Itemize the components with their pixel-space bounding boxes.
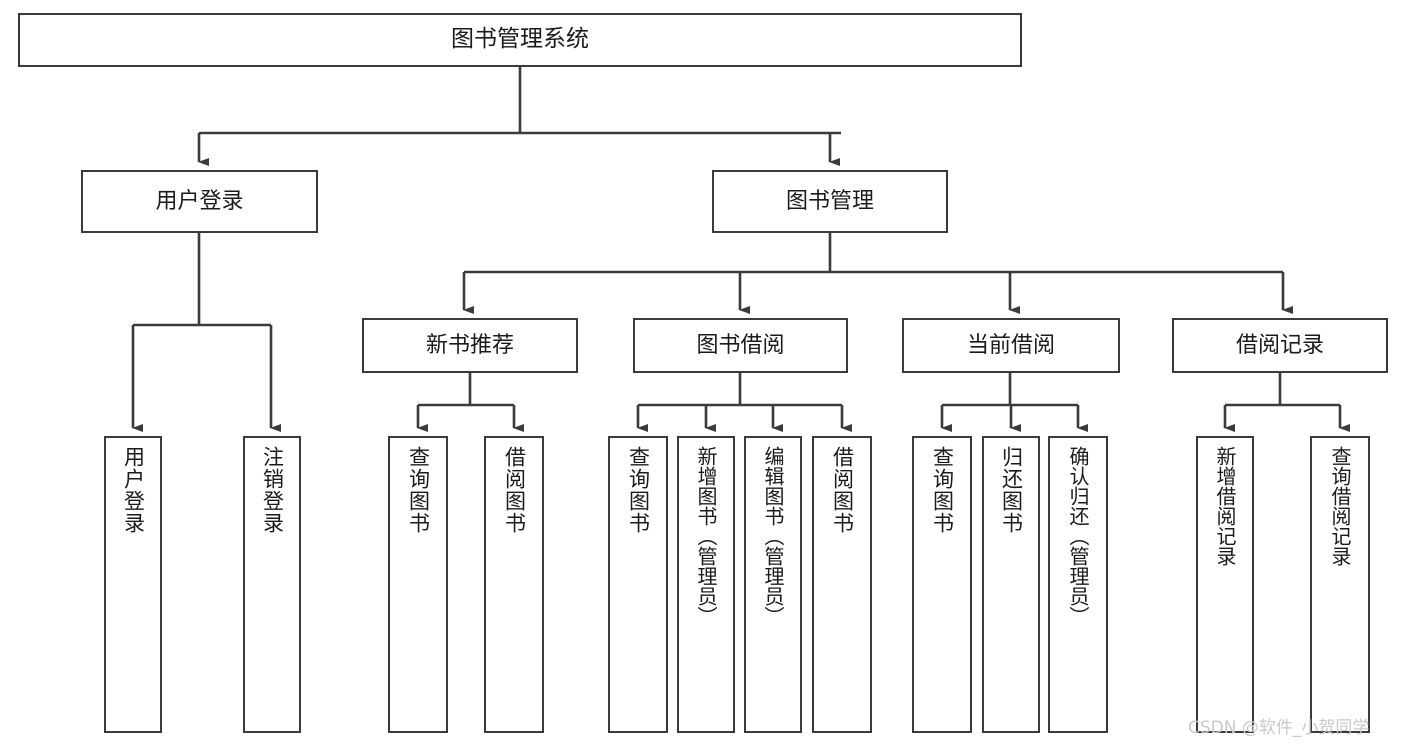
node-root-label: 图书管理系统 [451,26,589,53]
node-leaf-borrow-book-1[interactable]: 借阅图书 [484,436,544,733]
node-leaf-logout-label: 注销登录 [260,446,285,534]
node-leaf-borrow-book-2-label: 借阅图书 [830,446,855,534]
node-leaf-query-book-3-label: 查询图书 [930,446,955,534]
node-borrow-records[interactable]: 借阅记录 [1172,318,1388,373]
node-leaf-borrow-book-1-label: 借阅图书 [502,446,527,534]
node-leaf-edit-book-admin[interactable]: 编辑图书（管理员） [744,436,802,733]
node-root[interactable]: 图书管理系统 [18,13,1022,67]
node-leaf-user-login[interactable]: 用户登录 [104,436,162,733]
node-leaf-query-book-3[interactable]: 查询图书 [912,436,972,733]
node-leaf-add-borrow-record-label: 新增借阅记录 [1213,446,1237,566]
node-book-borrow[interactable]: 图书借阅 [633,318,848,373]
node-leaf-add-book-admin[interactable]: 新增图书（管理员） [677,436,735,733]
node-leaf-query-borrow-record-label: 查询借阅记录 [1328,446,1352,566]
node-leaf-add-borrow-record[interactable]: 新增借阅记录 [1196,436,1254,733]
node-leaf-query-book-1[interactable]: 查询图书 [388,436,448,733]
node-leaf-return-book[interactable]: 归还图书 [982,436,1040,733]
node-leaf-edit-book-admin-label: 编辑图书（管理员） [761,446,785,626]
node-new-book-recommend-label: 新书推荐 [425,332,514,358]
node-borrow-records-label: 借阅记录 [1235,332,1324,358]
node-leaf-confirm-return-admin-label: 确认归还（管理员） [1066,446,1090,626]
node-leaf-query-book-2-label: 查询图书 [626,446,651,534]
node-book-borrow-label: 图书借阅 [696,332,785,358]
node-leaf-query-book-2[interactable]: 查询图书 [608,436,668,733]
node-leaf-add-book-admin-label: 新增图书（管理员） [694,446,718,626]
node-leaf-return-book-label: 归还图书 [999,446,1024,534]
node-user-login-label: 用户登录 [155,188,244,214]
node-leaf-user-login-label: 用户登录 [121,446,146,534]
node-user-login[interactable]: 用户登录 [81,170,318,233]
node-leaf-logout[interactable]: 注销登录 [243,436,301,733]
node-new-book-recommend[interactable]: 新书推荐 [362,318,578,373]
node-leaf-query-borrow-record[interactable]: 查询借阅记录 [1310,436,1370,733]
node-leaf-confirm-return-admin[interactable]: 确认归还（管理员） [1048,436,1108,733]
csdn-watermark: CSDN @软件_小贺同学 [1188,718,1370,738]
node-leaf-query-book-1-label: 查询图书 [406,446,431,534]
node-book-management[interactable]: 图书管理 [712,170,948,233]
node-leaf-borrow-book-2[interactable]: 借阅图书 [812,436,872,733]
node-book-management-label: 图书管理 [785,188,874,214]
node-current-borrow-label: 当前借阅 [966,332,1055,358]
node-current-borrow[interactable]: 当前借阅 [902,318,1120,373]
